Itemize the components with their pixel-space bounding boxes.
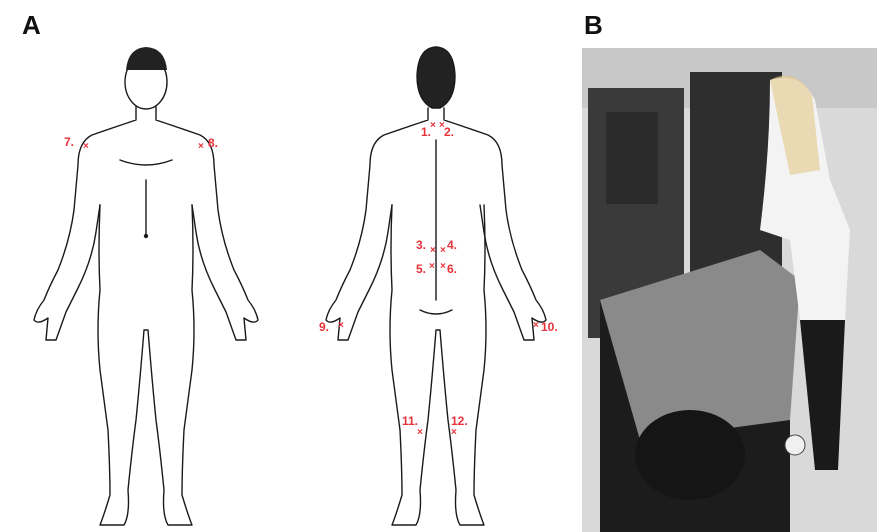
- front-body-outline: [34, 47, 258, 525]
- point-marker-12: ×: [451, 428, 457, 438]
- point-marker-6: ×: [440, 262, 446, 272]
- point-label-11: 11.: [402, 414, 418, 428]
- point-marker-3: ×: [430, 246, 436, 256]
- point-label-6: 6.: [447, 262, 457, 276]
- point-label-12: 12.: [451, 414, 468, 428]
- point-label-7: 7.: [64, 135, 74, 149]
- point-marker-9: ×: [338, 321, 344, 331]
- point-marker-5: ×: [429, 262, 435, 272]
- point-marker-7: ×: [83, 142, 89, 152]
- point-marker-8: ×: [198, 142, 204, 152]
- back-body-outline: [326, 47, 546, 525]
- point-marker-2: ×: [439, 121, 445, 131]
- point-label-10: 10.: [541, 320, 558, 334]
- point-label-8: 8.: [208, 136, 218, 150]
- point-marker-4: ×: [440, 246, 446, 256]
- point-label-5: 5.: [416, 262, 426, 276]
- clinical-photo: [582, 48, 877, 532]
- point-marker-11: ×: [417, 428, 423, 438]
- patient-head: [635, 410, 745, 500]
- point-label-9: 9.: [319, 320, 329, 334]
- point-label-2: 2.: [444, 125, 454, 139]
- point-label-4: 4.: [447, 238, 457, 252]
- point-marker-1: ×: [430, 121, 436, 131]
- point-marker-10: ×: [533, 321, 539, 331]
- point-label-3: 3.: [416, 238, 426, 252]
